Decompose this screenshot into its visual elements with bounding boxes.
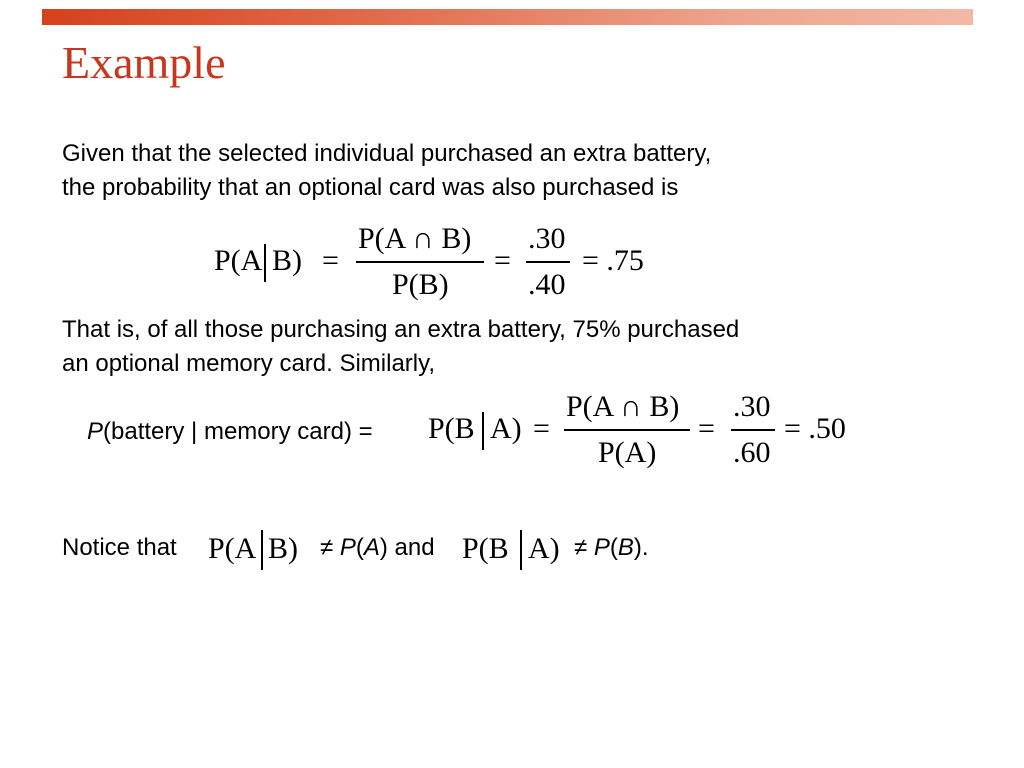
- eq2-result: = .50: [784, 412, 846, 445]
- eq2-lhs-b: A): [490, 412, 522, 445]
- notice-neq-1: ≠: [320, 534, 334, 561]
- notice-p2-var: B: [617, 534, 634, 561]
- eq2-denominator: P(A): [598, 436, 657, 469]
- intro-line-2: the probability that an optional card wa…: [62, 174, 679, 201]
- slide-title: Example: [62, 37, 226, 88]
- eq2-label-p: P: [87, 418, 104, 445]
- notice-expr1-a: P(A: [208, 532, 257, 565]
- eq2-equals-2: =: [698, 412, 715, 445]
- eq1-lhs-a: P(A: [214, 244, 263, 277]
- eq1-denominator: P(B): [392, 268, 449, 301]
- eq2-numerator: P(A ∩ B): [566, 390, 680, 423]
- eq1-given-bar: [264, 244, 266, 282]
- notice-p1: P: [339, 534, 356, 561]
- eq2-numerator-2: .30: [733, 390, 771, 423]
- eq1-denominator-2: .40: [528, 268, 566, 301]
- eq2-lhs-a: P(B: [428, 412, 475, 445]
- notice-clause-2: ≠ P(B).: [574, 534, 649, 562]
- intro-line-1: Given that the selected individual purch…: [62, 140, 712, 167]
- notice-p2-close: ).: [633, 534, 649, 561]
- eq1-fraction-line-2: [526, 261, 570, 263]
- eq1-numerator-2: .30: [528, 222, 566, 255]
- top-accent-bar: [42, 9, 973, 25]
- notice-expr1-b: B): [268, 532, 298, 565]
- eq1-equals: =: [322, 244, 339, 277]
- notice-clause-1: ≠ P(A) and: [320, 534, 435, 562]
- notice-prefix: Notice that: [62, 534, 177, 561]
- notice-p1-open: (: [355, 534, 364, 561]
- interpretation-line-1: That is, of all those purchasing an extr…: [62, 316, 740, 343]
- eq2-given-bar: [482, 412, 484, 450]
- eq1-lhs-b: B): [272, 244, 302, 277]
- notice-expr1-bar: [261, 530, 263, 570]
- notice-neq-2: ≠: [574, 534, 588, 561]
- notice-expr2-bar: [520, 530, 522, 570]
- eq2-denominator-2: .60: [733, 436, 771, 469]
- notice-p2: P: [593, 534, 610, 561]
- notice-p1-var: A: [363, 534, 380, 561]
- eq2-label: P(battery | memory card) =: [87, 418, 373, 446]
- eq1-numerator: P(A ∩ B): [358, 222, 472, 255]
- notice-p2-open: (: [609, 534, 618, 561]
- notice-expr2-b: A): [528, 532, 560, 565]
- eq2-fraction-line: [564, 429, 690, 431]
- notice-p1-close: ) and: [379, 534, 435, 561]
- eq1-fraction-line: [356, 261, 484, 263]
- eq2-label-rest: (battery | memory card) =: [103, 418, 373, 445]
- intro-paragraph: Given that the selected individual purch…: [62, 137, 711, 205]
- interpretation-paragraph: That is, of all those purchasing an extr…: [62, 313, 739, 381]
- eq2-fraction-line-2: [731, 429, 775, 431]
- eq1-result: = .75: [582, 244, 644, 277]
- eq2-equals: =: [533, 412, 550, 445]
- eq1-equals-2: =: [494, 244, 511, 277]
- interpretation-line-2: an optional memory card. Similarly,: [62, 350, 436, 377]
- notice-expr2-a: P(B: [462, 532, 509, 565]
